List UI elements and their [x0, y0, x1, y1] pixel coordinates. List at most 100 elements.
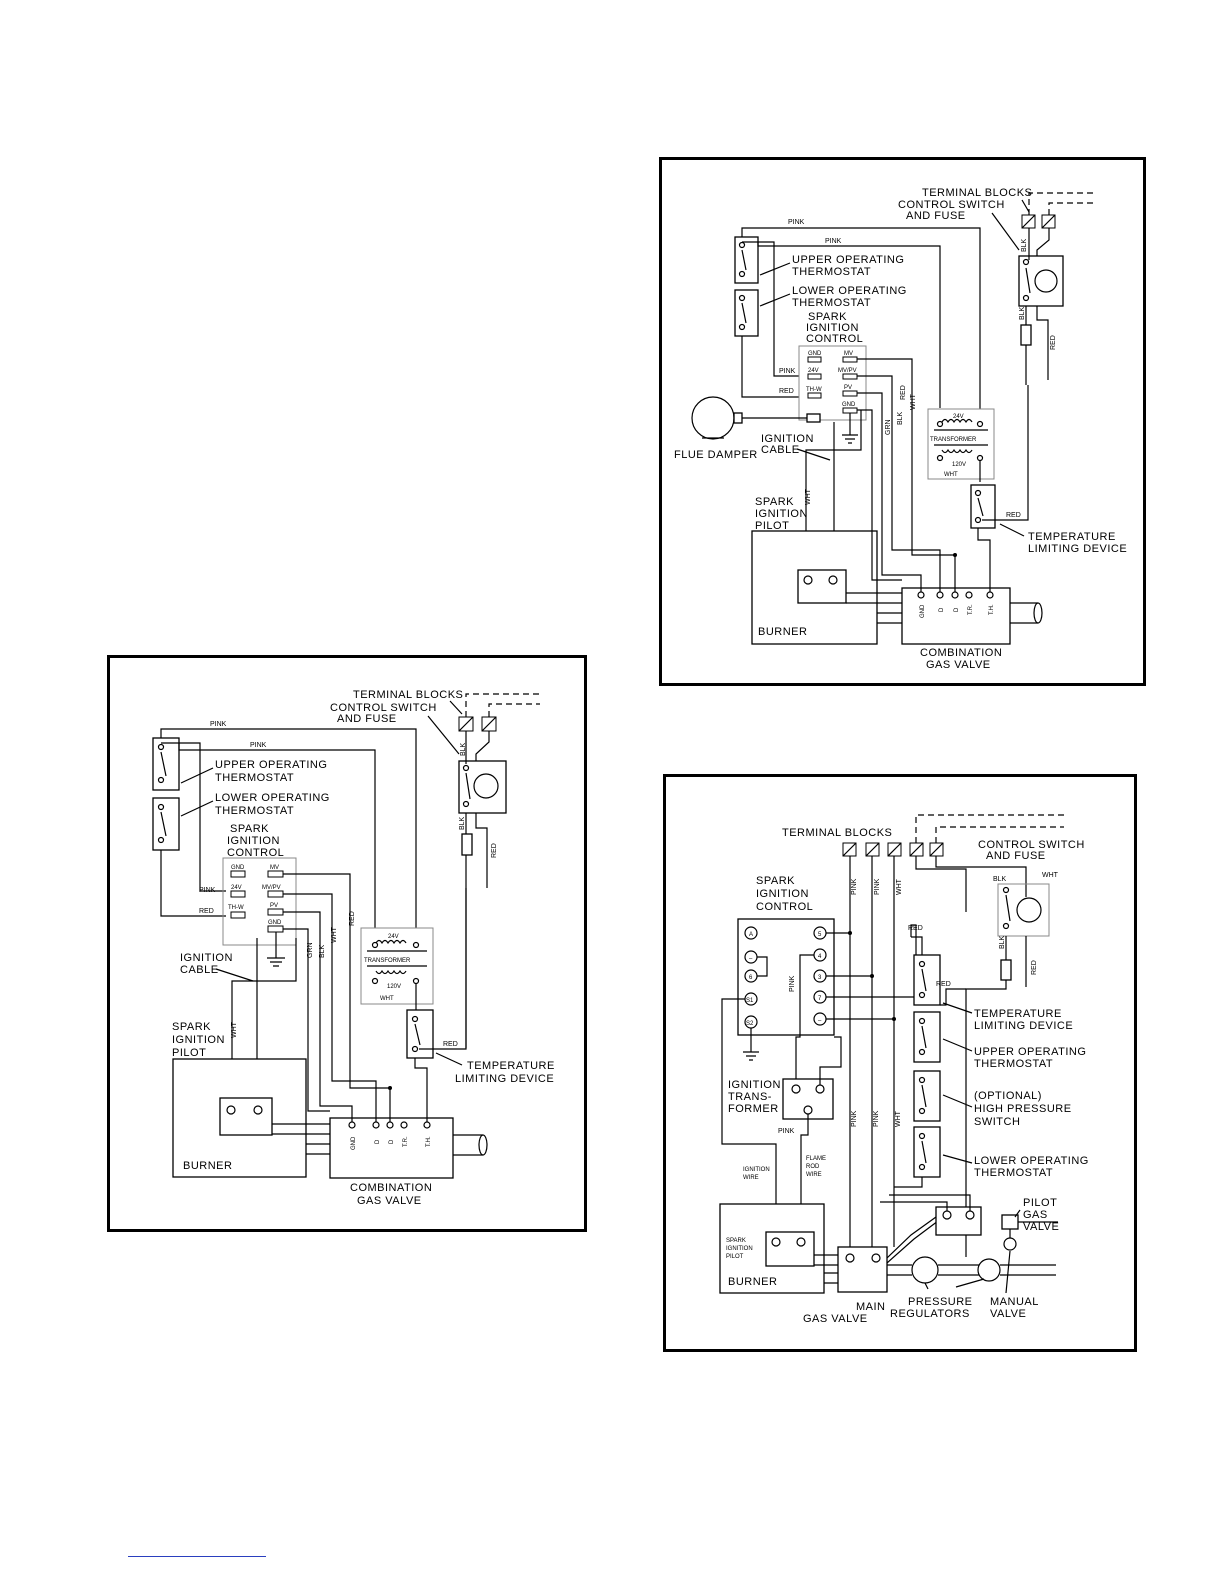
valve-term-d2-b: D [389, 1139, 395, 1144]
pilot-label-b: SPARK [172, 1021, 211, 1033]
footer-link-underline[interactable] [128, 1556, 266, 1557]
transformer-label-b: TRANSFORMER [364, 958, 411, 964]
flue-damper [691, 396, 735, 440]
ctrl-term-4: 4 [818, 954, 822, 960]
pressure-regulators-label-2: REGULATORS [890, 1308, 970, 1320]
transformer-2 [360, 927, 434, 1005]
spark-ignition-pilot [797, 569, 847, 604]
spark-control-label-2: IGNITION [806, 322, 859, 334]
transformer-24v-b: 24V [388, 934, 399, 940]
burner-label-c: BURNER [728, 1276, 777, 1288]
wire-label-pink-3: PINK [779, 368, 796, 375]
ignition-transformer [782, 1078, 834, 1120]
valve-term-th-b: T.H. [426, 1136, 432, 1147]
lower-thermostat-box-2 [152, 797, 180, 851]
fuse-3 [1000, 959, 1012, 981]
wire-label-wht: WHT [805, 488, 812, 505]
gas-valve-label: COMBINATION [920, 647, 1002, 659]
tld-label-b: TEMPERATURE [467, 1060, 555, 1072]
flame-rod-label-3: WIRE [806, 1172, 822, 1178]
spark-ignition-pilot-2 [219, 1097, 273, 1136]
spark-ignition-control-2 [222, 857, 297, 946]
upper-thermostat-label-b2: THERMOSTAT [215, 772, 294, 784]
wire-label-red-3a: RED [1031, 960, 1038, 975]
pilot-gas-valve-label-3: VALVE [1023, 1221, 1059, 1233]
ctrl-term-a: A [749, 932, 753, 938]
control-switch-label-2: CONTROL SWITCH [330, 702, 437, 714]
wire-label-pink: PINK [788, 219, 805, 226]
wire-label-pink-d: PINK [199, 887, 216, 894]
burner-label-b: BURNER [183, 1160, 232, 1172]
spark-control-label-3: CONTROL [806, 333, 863, 345]
wire-label-red: RED [1050, 335, 1057, 350]
valve-term-gnd: GND [920, 604, 926, 618]
wire-label-red-3c: RED [936, 981, 951, 988]
terminal-blocks-label-2: TERMINAL BLOCKS [353, 689, 463, 701]
tld-label-2: LIMITING DEVICE [1028, 543, 1127, 555]
spark-ignition-control [798, 345, 867, 421]
main-gas-valve [837, 1246, 888, 1293]
fuse-label-2: AND FUSE [337, 713, 397, 725]
wire-label-red-3b: RED [908, 925, 923, 932]
wire-label-red-c: RED [199, 908, 214, 915]
wire-label-pink-3b: PINK [874, 878, 881, 895]
terminal-blocks-label: TERMINAL BLOCKS [922, 187, 1032, 199]
wire-label-pink-3c: PINK [789, 975, 796, 992]
terminal-mv-b: MV [270, 865, 279, 871]
wire-label-blk-3a: BLK [993, 876, 1007, 883]
wire-label-wht-3b: WHT [1042, 872, 1059, 879]
ignition-cable-label-b: IGNITION [180, 952, 233, 964]
terminal-24v: 24V [808, 368, 819, 374]
high-pressure-switch [913, 1070, 941, 1122]
high-pressure-label-2: HIGH PRESSURE [974, 1103, 1072, 1115]
transformer-120v: 120V [952, 462, 966, 468]
valve-term-th: T.H. [989, 604, 995, 615]
lower-thermostat-label: LOWER OPERATING [792, 285, 907, 297]
fuse-2 [461, 833, 473, 856]
pilot-label-c2: IGNITION [726, 1246, 753, 1252]
fuse-label-3: AND FUSE [986, 850, 1046, 862]
ignition-transformer-label: IGNITION [728, 1079, 781, 1091]
flame-rod-label-2: ROD [806, 1164, 820, 1170]
pilot-label: SPARK [755, 496, 794, 508]
wire-label-red-3: RED [1006, 512, 1021, 519]
wire-label-blk-3b: BLK [999, 935, 1006, 949]
control-switch-label: CONTROL SWITCH [898, 199, 1005, 211]
fuse [1020, 324, 1032, 346]
ctrl-term-minus: – [749, 956, 753, 962]
main-gas-valve-label: MAIN [856, 1301, 886, 1313]
valve-term-tr: T.R. [968, 604, 974, 615]
upper-thermostat-box-2 [152, 737, 180, 791]
ctrl-term-7: 7 [818, 996, 822, 1002]
wire-label-wht-3a: WHT [896, 878, 903, 895]
pilot-label-b3: PILOT [172, 1047, 206, 1059]
spark-ignition-pilot-3 [765, 1231, 815, 1267]
terminal-gnd: GND [808, 351, 822, 357]
burner-label: BURNER [758, 626, 807, 638]
wire-label-pink-2: PINK [825, 238, 842, 245]
upper-thermostat-box [734, 236, 759, 284]
gas-valve-label-b: COMBINATION [350, 1182, 432, 1194]
wire-label-wht-c: WHT [331, 926, 338, 943]
diagram-svg-standard: TERMINAL BLOCKS CONTROL SWITCH AND FUSE … [152, 689, 555, 1207]
valve-term-tr-b: T.R. [403, 1136, 409, 1147]
pressure-regulator-2 [977, 1258, 1001, 1282]
lower-thermostat-label-2: THERMOSTAT [792, 297, 871, 309]
temperature-limiting-device-3 [913, 954, 941, 1006]
terminal-thw-b: TH-W [228, 905, 244, 911]
control-switch-box-2 [458, 760, 507, 814]
terminal-blocks-label-3: TERMINAL BLOCKS [782, 827, 892, 839]
wiring-diagram-standard: TERMINAL BLOCKS CONTROL SWITCH AND FUSE … [107, 655, 587, 1232]
pilot-label-b2: IGNITION [172, 1034, 225, 1046]
spark-control-label-b: SPARK [230, 823, 269, 835]
manual-valve-label: MANUAL [990, 1296, 1039, 1308]
upper-thermostat-label-2: THERMOSTAT [792, 266, 871, 278]
wire-label-pink-b: PINK [210, 721, 227, 728]
high-pressure-label: (OPTIONAL) [974, 1090, 1042, 1102]
terminal-gnd-b: GND [231, 865, 245, 871]
wire-label-wht-2: WHT [910, 393, 917, 410]
lower-thermostat-box [734, 289, 759, 337]
wire-label-grn: GRN [885, 419, 892, 435]
ignition-cable-label-b2: CABLE [180, 964, 219, 976]
wire-label-blk: BLK [1021, 238, 1028, 252]
